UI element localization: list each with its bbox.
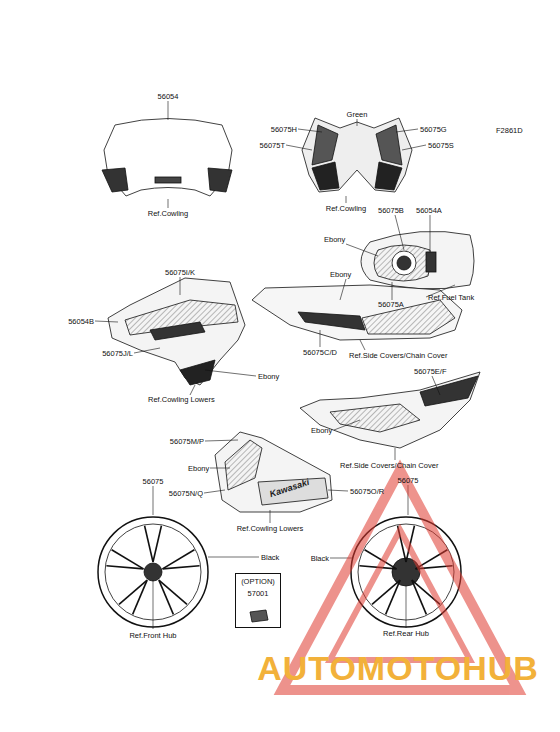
part-label: Ref.Side Covers/Chain Cover: [340, 461, 438, 470]
part-label: F2861D: [496, 126, 523, 135]
part-label: 56054A: [416, 206, 442, 215]
part-label: 56075T: [260, 141, 285, 150]
part-label: 56054: [158, 92, 179, 101]
part-label: 56075B: [378, 206, 404, 215]
callout-number: 57001: [236, 587, 280, 599]
part-label: Ebony: [188, 464, 209, 473]
part-label: 56075C/D: [303, 348, 337, 357]
part-label: Black: [311, 554, 329, 563]
part-label: Green: [347, 110, 368, 119]
part-label: 56075S: [428, 141, 454, 150]
option-heading: (OPTION): [236, 574, 280, 587]
part-label: Ref.Front Hub: [129, 631, 176, 640]
part-label: Ref.Fuel Tank: [428, 293, 474, 302]
part-label: 56075A: [378, 300, 404, 309]
part-label: Ebony: [258, 372, 279, 381]
part-label: 56075I/K: [165, 268, 195, 277]
part-label: 56075O/R: [350, 487, 384, 496]
option-box: (OPTION)57001: [235, 573, 281, 628]
part-label: 56054B: [68, 317, 94, 326]
part-label: 56075H: [271, 125, 297, 134]
part-label: Ebony: [311, 426, 332, 435]
part-label: Ref.Rear Hub: [383, 629, 429, 638]
part-label: 56075J/L: [102, 349, 133, 358]
part-label: Ref.Cowling Lowers: [148, 395, 215, 404]
part-label: 56075N/Q: [169, 489, 203, 498]
part-label: Ref.Side Covers/Chain Cover: [349, 351, 447, 360]
part-label: Ref.Cowling: [148, 209, 188, 218]
part-label: 56075: [398, 476, 419, 485]
part-label: Ref.Cowling Lowers: [237, 524, 304, 533]
part-label: Black: [261, 553, 279, 562]
part-label: Ref.Cowling: [326, 204, 366, 213]
part-label: 56075M/P: [170, 437, 204, 446]
part-label: Ebony: [330, 270, 351, 279]
watermark: AUTOMOTOHUB: [257, 649, 539, 687]
part-label: 56075: [143, 477, 164, 486]
part-label: Ebony: [324, 235, 345, 244]
part-label: 56075E/F: [414, 367, 447, 376]
part-label: 56075G: [420, 125, 447, 134]
